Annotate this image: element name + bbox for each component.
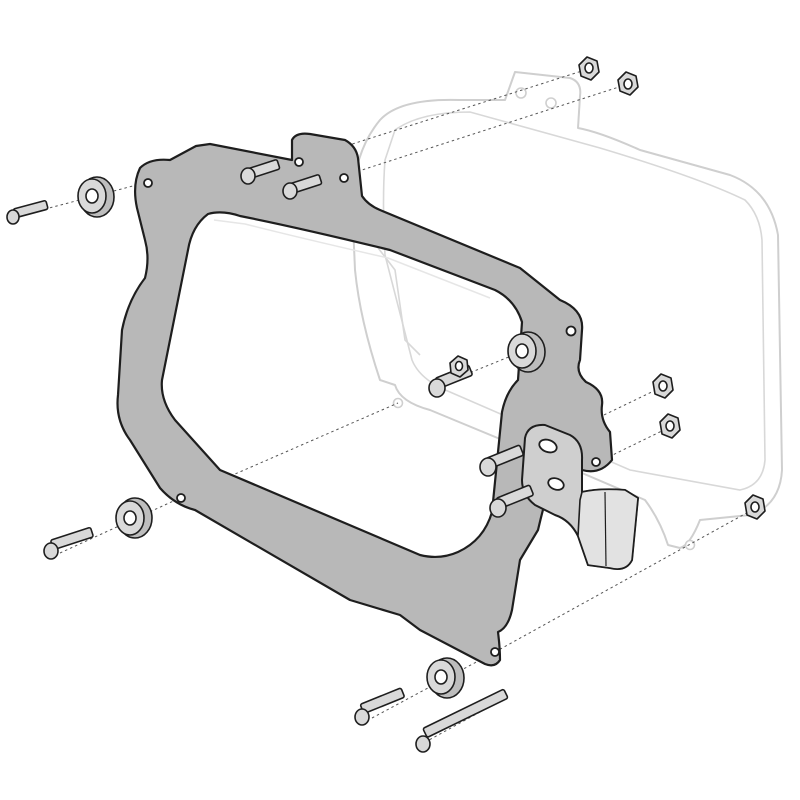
socket-head-bolt	[282, 174, 323, 200]
rubber-spacer-bushing	[507, 331, 546, 373]
l-bracket	[521, 423, 639, 570]
hex-nut	[617, 71, 639, 96]
pannier-case-outline	[351, 71, 783, 551]
hex-nut	[652, 373, 674, 399]
socket-head-bolt	[240, 159, 281, 185]
socket-head-bolt	[479, 444, 524, 477]
socket-head-bolt	[43, 526, 94, 560]
rubber-spacer-bushing	[77, 176, 115, 218]
socket-head-bolt	[354, 687, 405, 726]
hex-nut	[578, 56, 600, 81]
socket-head-bolt	[6, 199, 49, 225]
hex-nut	[449, 355, 469, 378]
hex-nut	[744, 494, 766, 520]
rubber-spacer-bushing	[426, 657, 465, 699]
socket-head-bolt	[415, 688, 509, 753]
hex-nut	[659, 413, 681, 439]
socket-head-bolt	[489, 484, 534, 518]
side-carrier-plate	[116, 132, 614, 667]
rubber-spacer-bushing	[115, 497, 153, 539]
